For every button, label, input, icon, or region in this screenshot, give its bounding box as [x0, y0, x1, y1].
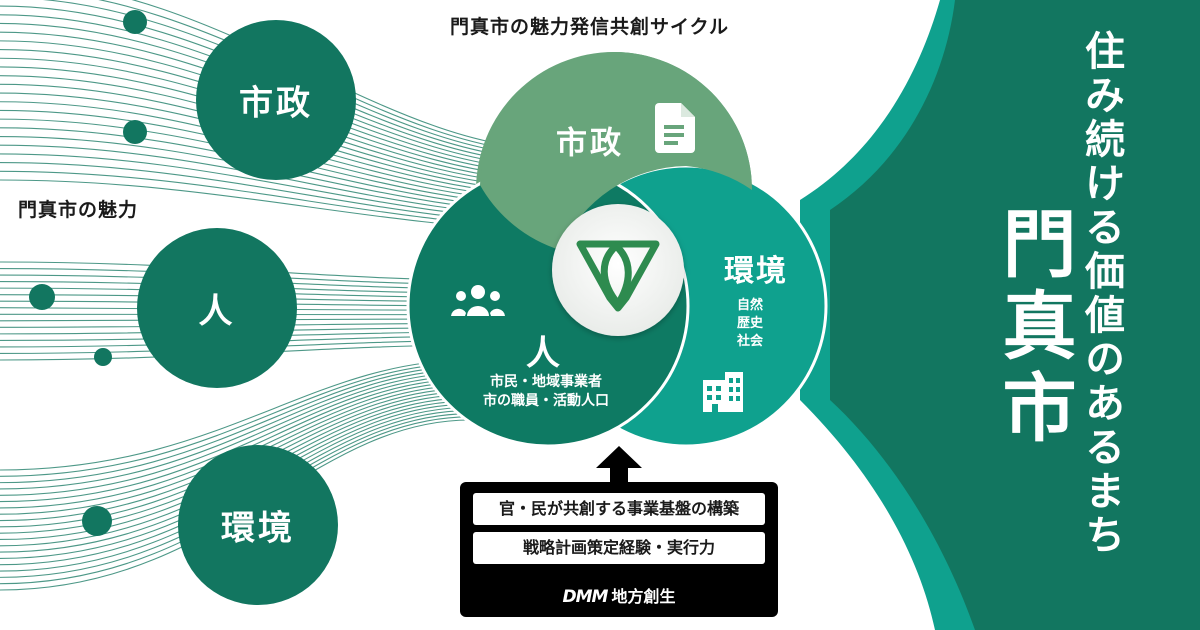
small-dot [29, 284, 55, 310]
venn-sub-environment-line3: 社会 [736, 334, 764, 350]
small-dot [123, 10, 147, 34]
left-label-environment: 環境 [221, 508, 295, 549]
venn-sub-people-line2: 市の職員・活動人口 [483, 392, 609, 409]
venn-sub-environment-line2: 歴史 [736, 316, 764, 332]
arrow-up-icon [596, 446, 642, 484]
venn-label-people: 人 [526, 333, 560, 374]
left-circle-environment [178, 445, 338, 605]
small-dot [123, 120, 147, 144]
small-dot [82, 506, 112, 536]
venn-overlap-policy [480, 52, 752, 250]
venn-sub-people-line1: 市民・地域事業者 [490, 374, 602, 390]
flow-line [0, 359, 471, 471]
cycle-title: 門真市の魅力発信共創サイクル [450, 16, 730, 38]
flow-line [0, 365, 471, 484]
city-name: 門真市 [990, 205, 1076, 451]
people-group-icon [451, 285, 505, 316]
venn-label-city-policy: 市政 [556, 125, 624, 162]
document-icon [655, 103, 695, 153]
left-label-people: 人 [198, 291, 236, 332]
left-circle-people [137, 228, 297, 388]
small-dot [94, 348, 112, 366]
flow-line [0, 372, 471, 496]
left-label-city-policy: 市政 [239, 83, 313, 124]
venn-sub-environment-line1: 自然 [736, 298, 764, 313]
dmm-brand-text: 地方創生 [611, 587, 676, 606]
venn-sub-environment: 自然 歴史 社会 [737, 297, 763, 352]
building-icon [703, 372, 743, 412]
support-line-2: 戦略計画策定経験・実行力 [473, 532, 765, 564]
dmm-logo: DMM [562, 587, 609, 607]
venn-sub-people: 市民・地域事業者 市の職員・活動人口 [483, 373, 609, 411]
flow-line [0, 368, 471, 490]
right-flow-dark [830, 0, 1200, 630]
flow-line [0, 378, 471, 509]
tagline: 住み続ける価値のあるまち [1078, 30, 1124, 558]
city-emblem-icon [576, 240, 660, 312]
left-circle-city-policy [196, 20, 356, 180]
flow-line [0, 362, 471, 477]
charm-label: 門真市の魅力 [18, 199, 139, 221]
venn-label-environment: 環境 [724, 254, 788, 289]
center-disk [552, 204, 684, 336]
flow-line [0, 375, 471, 503]
support-line-1: 官・民が共創する事業基盤の構築 [473, 493, 765, 525]
